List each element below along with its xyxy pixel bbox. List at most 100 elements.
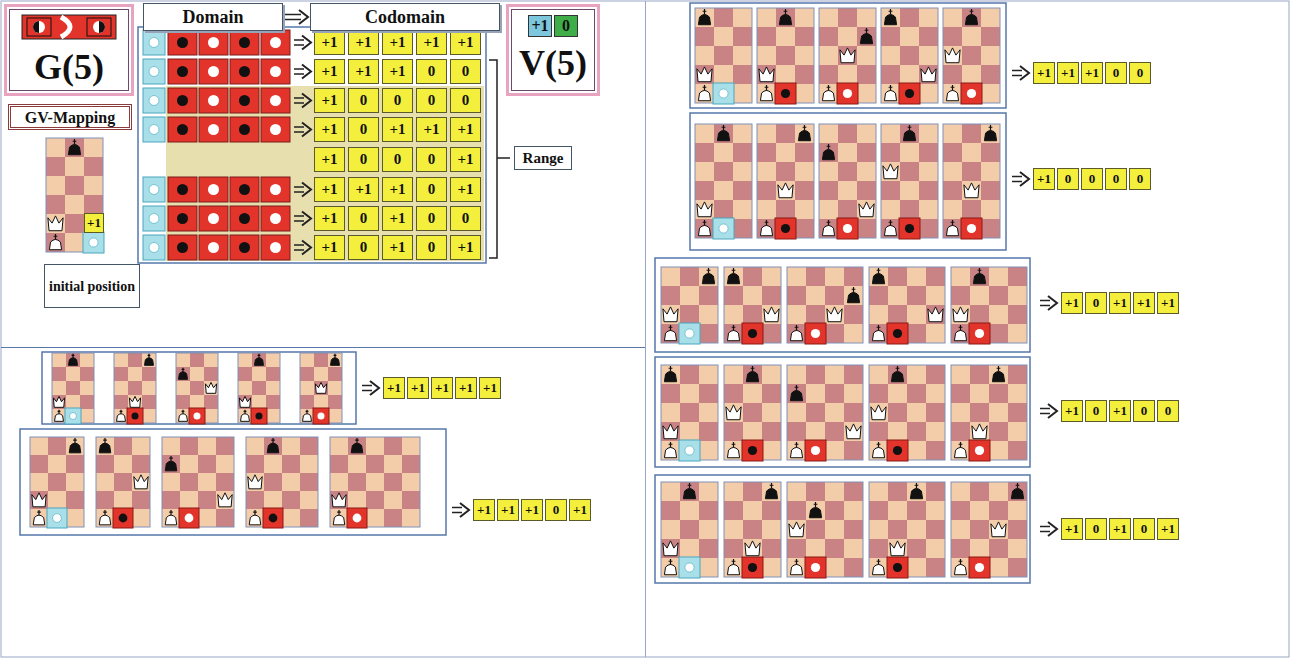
domain-cell bbox=[199, 117, 228, 142]
board-square bbox=[328, 367, 342, 381]
board-square bbox=[825, 482, 844, 501]
board-square bbox=[132, 491, 150, 509]
value-cell: +1 bbox=[450, 177, 481, 202]
board-square bbox=[757, 219, 776, 238]
board-square bbox=[661, 520, 680, 539]
board-square bbox=[743, 403, 762, 422]
board-square bbox=[348, 491, 366, 509]
sequence-arrow-head bbox=[1020, 172, 1029, 186]
row-arrow-shaft bbox=[294, 102, 304, 104]
value-cell: +1 bbox=[1033, 62, 1055, 84]
board-square bbox=[252, 367, 266, 381]
board-square bbox=[989, 267, 1008, 286]
queen-piece bbox=[332, 493, 346, 507]
board-square bbox=[190, 381, 204, 395]
value-text: 0 bbox=[360, 239, 368, 256]
board-border bbox=[787, 365, 863, 460]
value-text: +1 bbox=[1113, 295, 1127, 311]
board-square bbox=[714, 143, 733, 162]
value-text: 0 bbox=[394, 151, 402, 168]
board-square bbox=[951, 324, 970, 343]
board-border bbox=[943, 124, 1000, 238]
board-square bbox=[96, 455, 114, 473]
board-square bbox=[989, 520, 1008, 539]
board-square bbox=[943, 124, 962, 143]
game-icon bbox=[21, 13, 117, 41]
board-square bbox=[757, 27, 776, 46]
king-cross bbox=[814, 502, 818, 508]
board-square bbox=[661, 267, 680, 286]
board-square bbox=[838, 46, 857, 65]
board-square bbox=[762, 422, 781, 441]
board-border bbox=[52, 353, 94, 423]
value-text: +1 bbox=[321, 121, 337, 138]
board-square bbox=[795, 84, 814, 103]
board-square bbox=[838, 27, 857, 46]
marker-dot bbox=[255, 412, 262, 419]
board-square bbox=[132, 473, 150, 491]
board-square bbox=[198, 473, 216, 491]
board-square bbox=[943, 143, 962, 162]
board-square bbox=[661, 441, 680, 460]
board-square bbox=[962, 84, 981, 103]
board-square bbox=[314, 395, 328, 409]
board-square bbox=[806, 422, 825, 441]
board-square bbox=[743, 422, 762, 441]
domain-start-cell bbox=[143, 235, 165, 260]
king-cross bbox=[669, 442, 673, 448]
board-square bbox=[743, 286, 762, 305]
king-piece bbox=[954, 330, 966, 340]
king-cross bbox=[732, 268, 736, 274]
board-border bbox=[238, 353, 280, 423]
value-text: +1 bbox=[1161, 521, 1175, 537]
board-square bbox=[190, 367, 204, 381]
board-square bbox=[919, 84, 938, 103]
value-cell: 0 bbox=[1085, 518, 1107, 540]
king-cross bbox=[978, 268, 982, 274]
board-square bbox=[795, 65, 814, 84]
board-square bbox=[962, 124, 981, 143]
marker-dot bbox=[719, 224, 728, 233]
sequence-arrow-shaft bbox=[452, 512, 462, 514]
value-cell: +1 bbox=[1081, 62, 1103, 84]
value-cell: +1 bbox=[1133, 292, 1155, 314]
move-marker bbox=[961, 218, 982, 239]
value-cell: +1 bbox=[314, 147, 345, 172]
board-border bbox=[869, 482, 945, 577]
board-square bbox=[900, 8, 919, 27]
board-square bbox=[888, 482, 907, 501]
king-cross bbox=[889, 85, 893, 91]
board-square bbox=[724, 365, 743, 384]
board-square bbox=[733, 46, 752, 65]
board-square bbox=[825, 422, 844, 441]
board-square bbox=[402, 473, 420, 491]
move-marker bbox=[887, 440, 908, 461]
board-square bbox=[825, 267, 844, 286]
board-square bbox=[743, 501, 762, 520]
value-text: 0 bbox=[1165, 403, 1172, 419]
value-text: +1 bbox=[321, 34, 337, 51]
board-square bbox=[776, 143, 795, 162]
marker-dot bbox=[239, 242, 250, 253]
king-cross bbox=[103, 438, 107, 443]
board-square bbox=[366, 437, 384, 455]
king-piece bbox=[727, 564, 739, 574]
queen-piece bbox=[846, 424, 861, 439]
domain-cell bbox=[199, 235, 228, 260]
board-square bbox=[787, 539, 806, 558]
domain-start-cell bbox=[143, 177, 165, 202]
board-square bbox=[762, 403, 781, 422]
value-cell: +1 bbox=[1109, 518, 1131, 540]
queen-piece bbox=[697, 67, 712, 82]
board-square bbox=[787, 482, 806, 501]
board-square bbox=[838, 65, 857, 84]
king-piece bbox=[872, 564, 884, 574]
board-square bbox=[65, 176, 84, 195]
board-square bbox=[282, 437, 300, 455]
board-square bbox=[806, 441, 825, 460]
board-square bbox=[970, 365, 989, 384]
domain-cell bbox=[230, 235, 259, 260]
board-square bbox=[844, 384, 863, 403]
board-square bbox=[981, 27, 1000, 46]
